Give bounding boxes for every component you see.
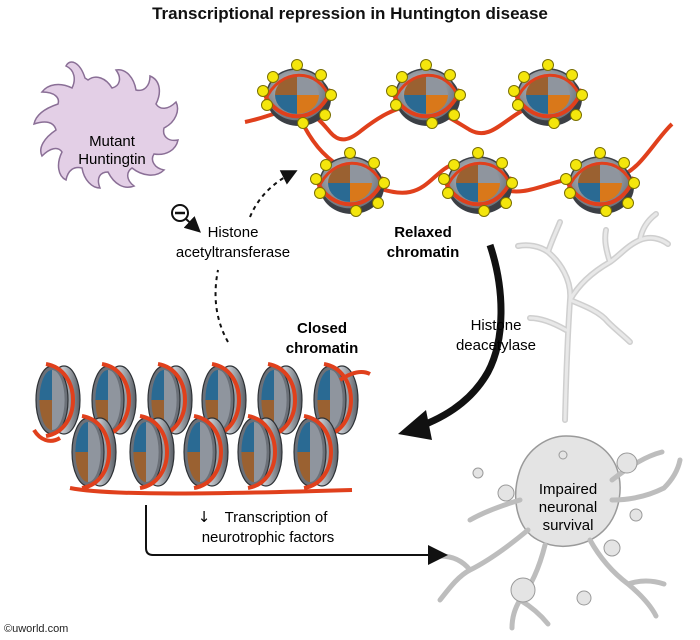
- closed-chromatin: [32, 362, 371, 496]
- closed-nucleosome: [35, 362, 81, 438]
- acetyl-group: [438, 173, 450, 185]
- inhibition-arrow: [183, 215, 201, 233]
- acetyl-group: [564, 187, 576, 199]
- acetyl-group: [496, 157, 508, 169]
- closed-chromatin-label-line1: Closed: [297, 320, 347, 337]
- closed-dna-end-bottom: [69, 486, 353, 496]
- acetyl-group: [548, 117, 560, 129]
- transcription-label-line1: Transcription of: [225, 509, 329, 526]
- relaxed-nucleosome: [386, 59, 466, 129]
- acetyl-group: [261, 99, 273, 111]
- acetyl-group: [325, 89, 337, 101]
- protein-blob-shape: [33, 61, 179, 189]
- mutant-huntingtin-label-line1: Mutant: [89, 133, 136, 150]
- hdac-arrow: [408, 243, 505, 434]
- acetyl-group: [500, 197, 512, 209]
- neuron-dendrites-top: [515, 211, 671, 423]
- acetyl-group: [297, 117, 309, 129]
- mutant-huntingtin-protein: [33, 61, 179, 189]
- closed-nucleosome: [91, 362, 137, 438]
- acetyl-group: [386, 85, 398, 97]
- closed-nucleosome: [201, 362, 247, 438]
- decrease-arrow-symbol: ↓: [198, 508, 211, 526]
- acetyl-group: [560, 173, 572, 185]
- acetyl-group: [478, 205, 490, 217]
- closed-chromatin-label-line2: chromatin: [286, 340, 359, 357]
- acetyl-group: [390, 99, 402, 111]
- acetyl-group: [314, 187, 326, 199]
- relaxed-chromatin-label-line2: chromatin: [387, 244, 460, 261]
- relaxed-nucleosomes: [257, 59, 640, 217]
- acetyl-group: [344, 147, 356, 159]
- hdac-arrowhead: [398, 410, 432, 440]
- impaired-label-line2: neuronal: [539, 499, 597, 516]
- acetyl-group: [576, 89, 588, 101]
- acetyl-group: [600, 205, 612, 217]
- acetyl-group: [622, 197, 634, 209]
- figure-title: Transcriptional repression in Huntington…: [152, 4, 548, 23]
- acetyl-group: [291, 59, 303, 71]
- acetyl-group: [350, 205, 362, 217]
- dashed-line-from-closed: [214, 269, 229, 343]
- acetyl-group: [508, 85, 520, 97]
- acetyl-group: [570, 159, 582, 171]
- acetyl-group: [426, 117, 438, 129]
- closed-nucleosome: [129, 414, 175, 490]
- hdac-label-line2: deacetylase: [456, 337, 536, 354]
- relaxed-chromatin-label-line1: Relaxed: [394, 224, 452, 241]
- acetyl-group: [319, 109, 331, 121]
- hat-label-line1: Histone: [208, 224, 259, 241]
- acetyl-group: [542, 59, 554, 71]
- acetyl-group: [320, 159, 332, 171]
- acetyl-group: [566, 69, 578, 81]
- transcription-arrow: [145, 505, 448, 565]
- acetyl-group: [618, 157, 630, 169]
- acetyl-group: [472, 147, 484, 159]
- mutant-huntingtin-label-line2: Huntingtin: [78, 151, 146, 168]
- closed-nucleosome: [183, 414, 229, 490]
- acetyl-group: [420, 59, 432, 71]
- acetyl-group: [570, 109, 582, 121]
- acetyl-group: [315, 69, 327, 81]
- acetyl-group: [518, 71, 530, 83]
- closed-dna-end-left: [32, 428, 62, 443]
- neuron-dendrites-top-outline: [516, 212, 670, 422]
- closed-nucleosome: [293, 414, 339, 490]
- acetyl-group: [396, 71, 408, 83]
- acetyl-group: [594, 147, 606, 159]
- relaxed-nucleosome: [257, 59, 337, 129]
- closed-nucleosome: [237, 414, 283, 490]
- acetyl-group: [628, 177, 640, 189]
- relaxed-nucleosome: [438, 147, 518, 217]
- acetyl-group: [444, 69, 456, 81]
- acetyl-group: [310, 173, 322, 185]
- relaxed-nucleosome: [310, 147, 390, 217]
- inhibition-symbol: [171, 204, 189, 222]
- acetyl-group: [267, 71, 279, 83]
- transcription-label-line2: neurotrophic factors: [202, 529, 335, 546]
- acetyl-group: [372, 197, 384, 209]
- hdac-label-line1: Histone: [471, 317, 522, 334]
- impaired-label-line1: Impaired: [539, 481, 597, 498]
- acetyl-group: [448, 109, 460, 121]
- acetyl-group: [512, 99, 524, 111]
- relaxed-nucleosome: [560, 147, 640, 217]
- acetyl-group: [442, 187, 454, 199]
- closed-nucleosome: [147, 362, 193, 438]
- acetyl-group: [454, 89, 466, 101]
- relaxed-nucleosome: [508, 59, 588, 129]
- impaired-label-line3: survival: [543, 517, 594, 534]
- closed-dna-end-right: [338, 370, 371, 382]
- acetyl-group: [378, 177, 390, 189]
- dashed-arrow-to-relaxed: [249, 170, 298, 218]
- closed-nucleosome: [71, 414, 117, 490]
- acetyl-group: [506, 177, 518, 189]
- acetyl-group: [368, 157, 380, 169]
- credit-text: ©uworld.com: [4, 623, 69, 635]
- acetyl-group: [257, 85, 269, 97]
- neuron: [437, 211, 683, 631]
- hat-label-line2: acetyltransferase: [176, 244, 290, 261]
- acetyl-group: [448, 159, 460, 171]
